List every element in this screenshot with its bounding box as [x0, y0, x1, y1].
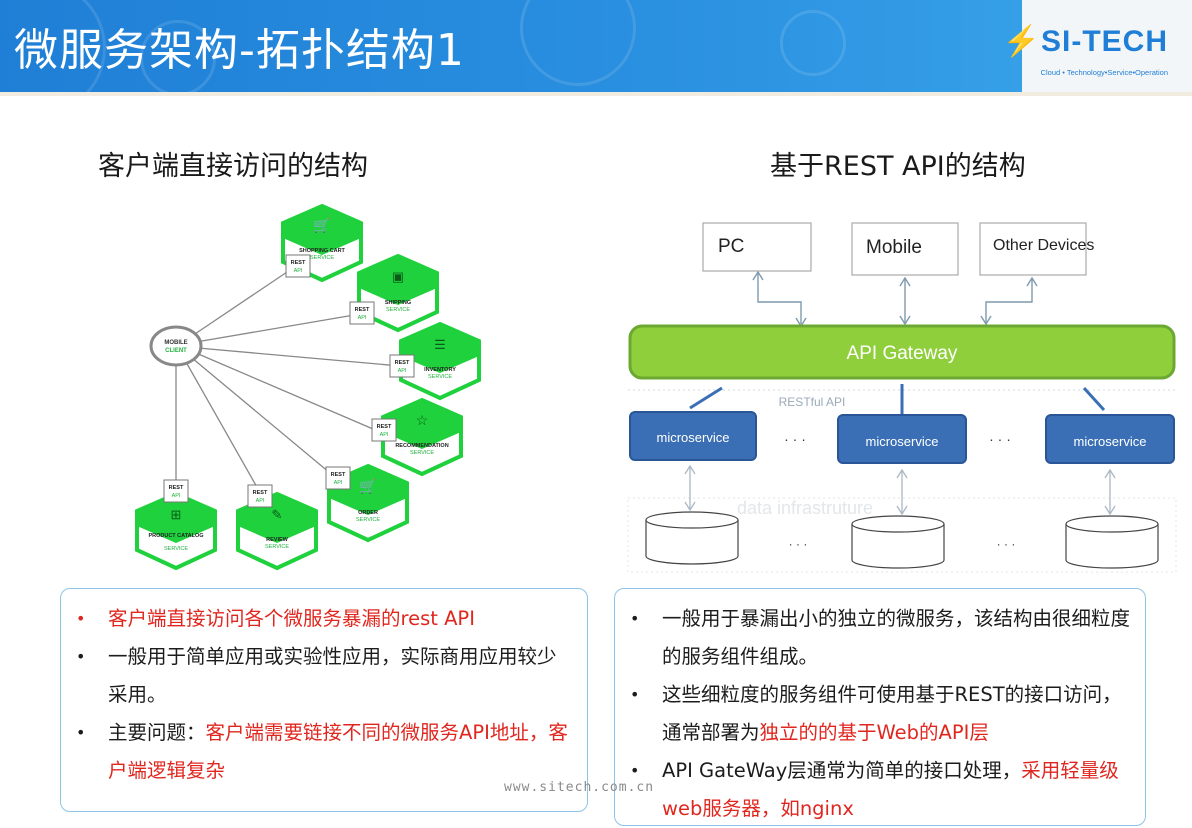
- svg-text:CLIENT: CLIENT: [165, 348, 187, 354]
- svg-text:SERVICE: SERVICE: [356, 517, 380, 523]
- cart-icon: 🛒: [313, 217, 330, 234]
- svg-text:REST: REST: [331, 472, 346, 478]
- svg-text:REST: REST: [355, 307, 370, 313]
- svg-text:API: API: [398, 368, 407, 374]
- api-gateway-bar: [628, 324, 1176, 380]
- bullet-item: •主要问题：客户端需要链接不同的微服务API地址，客户端逻辑复杂: [76, 721, 568, 782]
- svg-text:SERVICE: SERVICE: [265, 544, 289, 550]
- database-cylinder: [851, 515, 945, 569]
- review-icon: ✎: [272, 507, 283, 522]
- microservice-box: [629, 411, 757, 461]
- svg-text:MOBILE: MOBILE: [164, 340, 187, 346]
- microservice-box: [1045, 414, 1175, 464]
- title-bar: 微服务架构-拓扑结构1: [0, 0, 1192, 92]
- svg-text:API: API: [294, 268, 303, 274]
- svg-text:· · ·: · · ·: [997, 537, 1016, 551]
- svg-text:API: API: [380, 432, 389, 438]
- rest-api-tag: REST API: [285, 254, 311, 278]
- svg-text:REST: REST: [169, 485, 184, 491]
- database-cylinder: [1065, 515, 1159, 569]
- svg-text:PRODUCT CATALOG: PRODUCT CATALOG: [148, 533, 203, 539]
- svg-text:REVIEW: REVIEW: [266, 537, 289, 543]
- rest-api-tag: REST API: [389, 354, 415, 378]
- connector-lines: [175, 265, 401, 497]
- svg-text:microservice: microservice: [866, 434, 939, 449]
- svg-text:REST: REST: [291, 260, 306, 266]
- bullet-item: •一般用于简单应用或实验性应用，实际商用应用较少采用。: [76, 645, 557, 706]
- svg-text:SERVICE: SERVICE: [410, 450, 434, 456]
- star-icon: ☆: [416, 412, 429, 428]
- svg-text:SERVICE: SERVICE: [164, 546, 188, 552]
- svg-text:ORDER: ORDER: [358, 510, 378, 516]
- svg-text:SERVICE: SERVICE: [386, 307, 410, 313]
- other-label: Other Devices: [993, 237, 1094, 254]
- rest-api-tag: REST API: [247, 484, 273, 508]
- bullet-item: •这些细粒度的服务组件可使用基于REST的接口访问，通常部署为独立的的基于Web…: [630, 683, 1122, 744]
- api-gateway-label: API Gateway: [847, 343, 958, 364]
- header-divider: [0, 92, 1192, 96]
- svg-text:· · ·: · · ·: [789, 537, 808, 551]
- logo-tagline: Cloud • Technology•Service•Operation: [1040, 68, 1168, 77]
- svg-text:API: API: [334, 480, 343, 486]
- svg-text:SHOPPING CART: SHOPPING CART: [299, 248, 345, 254]
- bullet-item: •API GateWay层通常为简单的接口处理，采用轻量级web服务器，如ngi…: [630, 759, 1119, 820]
- svg-text:INVENTORY: INVENTORY: [424, 367, 456, 373]
- left-notes-box: [60, 588, 588, 812]
- svg-text:SHIPPING: SHIPPING: [385, 300, 411, 306]
- rest-api-tag: REST API: [325, 466, 351, 490]
- restful-api-label: RESTful API: [779, 395, 846, 409]
- logo-panel: ⚡SI-TECH Cloud • Technology•Service•Oper…: [1003, 0, 1192, 92]
- sitech-logo: ⚡SI-TECH: [1002, 25, 1168, 58]
- svg-text:API: API: [358, 315, 367, 321]
- data-infrastructure-area: [627, 497, 1177, 573]
- svg-text:SERVICE: SERVICE: [310, 255, 334, 261]
- ellipsis: · · ·: [989, 431, 1011, 447]
- mobile-label: Mobile: [866, 237, 922, 258]
- inventory-service: ☰ INVENTORY SERVICE: [399, 321, 481, 401]
- pc-client-box: [702, 222, 812, 272]
- microservice-box: [837, 414, 967, 464]
- svg-text:REST: REST: [395, 360, 410, 366]
- recommendation-service: ☆ RECOMMENDATION SERVICE: [381, 397, 463, 477]
- gateway-diagram: PC Mobile Other Devices API Gateway REST…: [627, 222, 1177, 573]
- database-cylinder: [645, 511, 739, 565]
- svg-text:REST: REST: [253, 490, 268, 496]
- ellipsis: · · ·: [784, 431, 806, 447]
- left-section-title: 客户端直接访问的结构: [98, 151, 368, 182]
- mobile-client-box: [851, 222, 959, 276]
- decor-circle: [140, 20, 216, 92]
- catalog-icon: ⊞: [171, 507, 182, 522]
- other-devices-box: [979, 222, 1087, 276]
- right-section-title: 基于REST API的结构: [770, 151, 1026, 182]
- stack-icon: ☰: [434, 337, 446, 352]
- svg-text:RECOMMENDATION: RECOMMENDATION: [395, 443, 448, 449]
- slide-title: 微服务架构-拓扑结构1: [14, 25, 465, 76]
- decor-circle: [780, 10, 846, 76]
- rest-api-tag: REST API: [371, 418, 397, 442]
- pc-label: PC: [718, 236, 744, 257]
- data-infrastructure-label: data infrastruture: [737, 498, 873, 518]
- svg-text:microservice: microservice: [1074, 434, 1147, 449]
- package-icon: ▣: [392, 269, 404, 284]
- bullet-item: •客户端直接访问各个微服务暴漏的rest API: [76, 607, 475, 630]
- rest-api-tag: REST API: [163, 479, 189, 503]
- svg-text:REST: REST: [377, 424, 392, 430]
- shipping-service: ▣ SHIPPING SERVICE: [357, 253, 439, 333]
- product-catalog-service: ⊞ PRODUCT CATALOG SERVICE: [135, 491, 217, 571]
- rest-api-tag: REST API: [349, 301, 375, 325]
- decor-circle: [0, 0, 106, 92]
- mobile-client-node: MOBILE CLIENT: [149, 325, 203, 367]
- svg-text:API: API: [256, 498, 265, 504]
- watermark: www.sitech.com.cn: [504, 780, 655, 795]
- bullet-item: •一般用于暴漏出小的独立的微服务，该结构由很细粒度的服务组件组成。: [630, 607, 1131, 668]
- svg-text:microservice: microservice: [657, 430, 730, 445]
- svg-text:API: API: [172, 493, 181, 499]
- svg-text:SERVICE: SERVICE: [428, 374, 452, 380]
- cart-icon: 🛒: [359, 478, 376, 495]
